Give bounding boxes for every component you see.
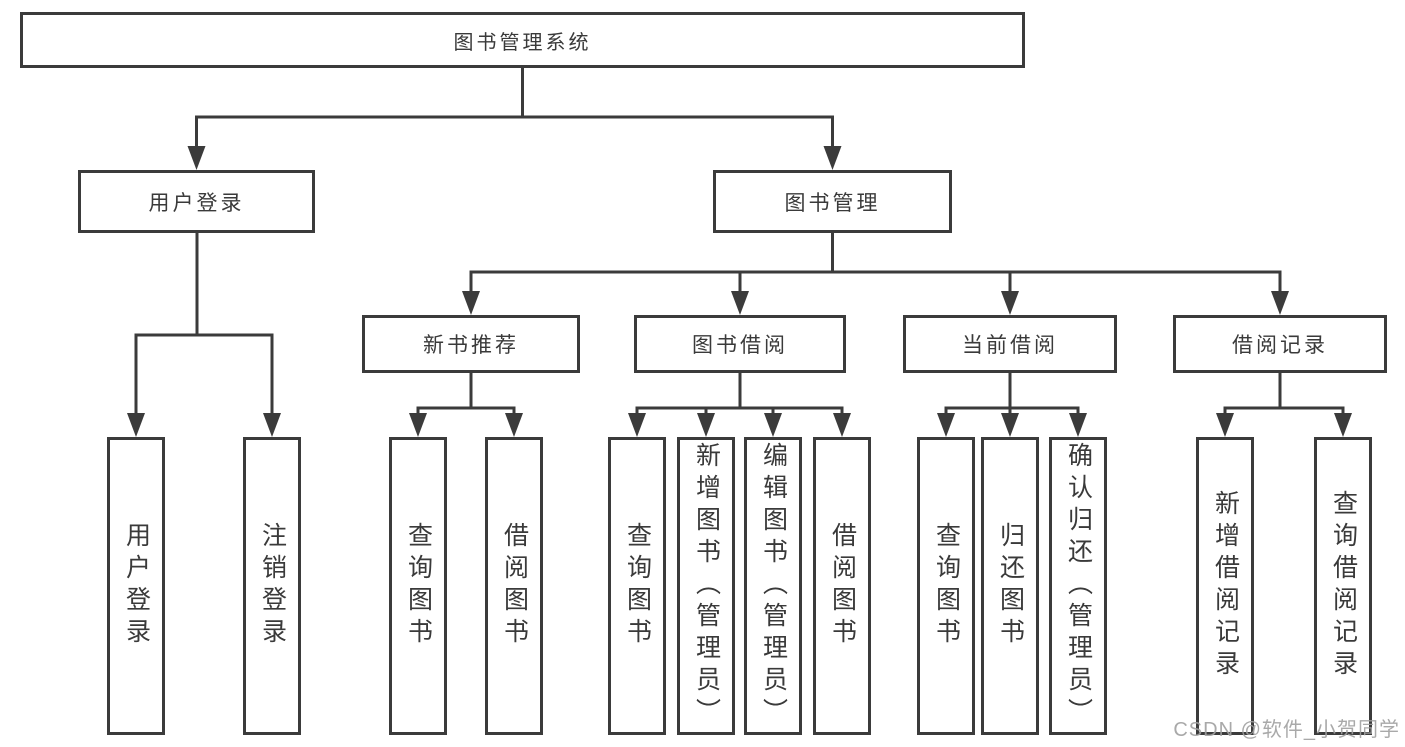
node-add-books-admin: 新增图书（管理员） xyxy=(677,437,735,735)
node-confirm-return-admin: 确认归还（管理员） xyxy=(1049,437,1107,735)
node-borrow-books-action: 借阅图书 xyxy=(813,437,871,735)
node-query-books-recommend: 查询图书 xyxy=(389,437,447,735)
node-book-borrow: 图书借阅 xyxy=(634,315,846,373)
node-query-borrow-record: 查询借阅记录 xyxy=(1314,437,1372,735)
node-book-management: 图书管理 xyxy=(713,170,952,233)
node-label: 借阅图书 xyxy=(500,522,529,650)
node-borrow-books-recommend: 借阅图书 xyxy=(485,437,543,735)
node-label: 查询图书 xyxy=(404,522,433,650)
csdn-watermark: CSDN @软件_小贺同学 xyxy=(1173,719,1400,741)
node-label: 新增借阅记录 xyxy=(1211,490,1240,682)
node-borrow-records: 借阅记录 xyxy=(1173,315,1387,373)
arrowhead-icons xyxy=(127,146,1352,437)
node-return-books: 归还图书 xyxy=(981,437,1039,735)
node-label: 用户登录 xyxy=(122,522,151,650)
node-label: 查询借阅记录 xyxy=(1329,490,1358,682)
node-label: 查询图书 xyxy=(932,522,961,650)
node-label: 编辑图书（管理员） xyxy=(759,442,788,730)
node-current-borrow: 当前借阅 xyxy=(903,315,1117,373)
node-user-login: 用户登录 xyxy=(78,170,315,233)
node-label: 借阅图书 xyxy=(828,522,857,650)
node-query-books-borrow: 查询图书 xyxy=(608,437,666,735)
node-label: 确认归还（管理员） xyxy=(1064,442,1093,730)
node-edit-books-admin: 编辑图书（管理员） xyxy=(744,437,802,735)
node-label: 注销登录 xyxy=(258,522,287,650)
node-new-book-recommend: 新书推荐 xyxy=(362,315,580,373)
node-library-management-system: 图书管理系统 xyxy=(20,12,1025,68)
node-label: 归还图书 xyxy=(996,522,1025,650)
node-user-login-action: 用户登录 xyxy=(107,437,165,735)
node-logout-action: 注销登录 xyxy=(243,437,301,735)
node-label: 查询图书 xyxy=(623,522,652,650)
node-label: 新增图书（管理员） xyxy=(692,442,721,730)
node-query-books-current: 查询图书 xyxy=(917,437,975,735)
node-add-borrow-record: 新增借阅记录 xyxy=(1196,437,1254,735)
